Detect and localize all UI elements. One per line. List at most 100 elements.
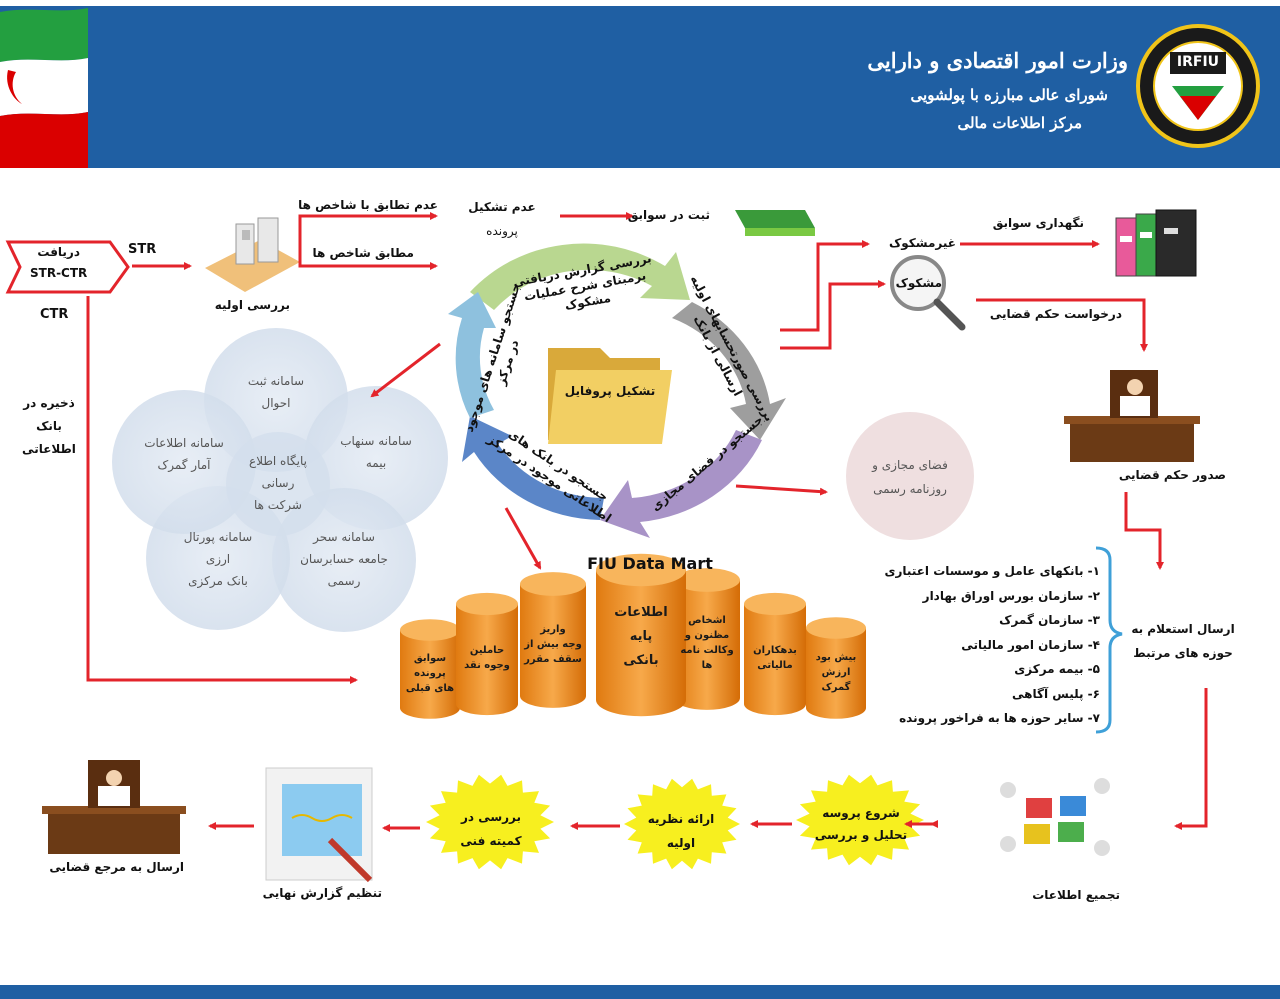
datamart-cylinder-2-line-1: حاملین (469, 645, 505, 656)
venn-circle-5-line-2: آمار گمرک (157, 458, 211, 472)
venn-circle-4-line-1: سامانه پورتال (183, 530, 253, 544)
flow-arrow-14 (1174, 688, 1208, 830)
virtual-line2: روزنامه رسمی (873, 482, 947, 496)
send-judicial-label: ارسال به مرجع قضایی (49, 860, 184, 874)
flow-arrow-11 (504, 507, 542, 570)
venn-center-line-1: پایگاه اطلاع (249, 454, 307, 468)
datamart-cylinder-3-line-2: وجه بیش از (524, 638, 582, 650)
judge-icon (1064, 370, 1200, 462)
store-line2: بانک (36, 419, 62, 433)
header-banner (0, 6, 1280, 168)
datamart-cylinder-2 (456, 592, 518, 716)
puzzle-team-icon (1000, 778, 1110, 856)
final-report-label: تنظیم گزارش نهایی (262, 886, 382, 900)
datamart-cylinder-6-line-1: بدهکاران (753, 645, 797, 656)
record-history-label: ثبت در سوابق (627, 208, 710, 222)
datamart-cylinder-3 (520, 572, 586, 708)
folder-icon (548, 348, 672, 444)
inquiry-item-5: ۵- بیمه مرکزی (1014, 662, 1100, 676)
top-border (0, 0, 1280, 6)
venn-circle-4-line-2: ارزی (205, 552, 231, 566)
computer-workstation-icon (205, 217, 300, 292)
initial-review-label: بررسی اولیه (214, 298, 290, 312)
mismatch-label: عدم تطابق با شاخص ها (298, 198, 438, 212)
judge-icon-bottom (42, 760, 186, 854)
store-line3: اطلاعاتی (22, 442, 76, 456)
start-analysis-line1: شروع پروسه (822, 806, 900, 820)
receive-label: دریافت (37, 245, 80, 259)
request-verdict-label: درخواست حکم قضایی (989, 307, 1122, 321)
collect-label: تجمیع اطلاعات (1032, 888, 1120, 902)
datamart-cylinder-4-line-2: پایه (629, 629, 653, 644)
datamart-cylinders (400, 553, 866, 719)
non-suspicious-label: غیرمشکوک (889, 236, 956, 250)
str-label: STR (128, 242, 157, 257)
process-burst-2 (624, 778, 740, 870)
suspicious-label: مشکوک (895, 276, 942, 290)
receive-box (5, 240, 130, 294)
council-name: شورای عالی مبارزه با پولشویی (910, 86, 1108, 104)
venn-circle-3-line-2: جامعه حسابرسان (300, 552, 388, 566)
irfiu-emblem-icon (1136, 24, 1260, 148)
committee-line1: بررسی در (460, 810, 522, 824)
inquiry-item-6: ۶- پلیس آگاهی (1012, 686, 1100, 701)
flow-arrow-9 (370, 342, 441, 398)
inquiry-item-2: ۲- سازمان بورس اوراق بهادار (922, 588, 1100, 603)
store-line1: ذخیره در (23, 396, 75, 410)
datamart-title: FIU Data Mart (587, 554, 713, 573)
virtual-space-circle (846, 412, 974, 540)
flow-arrow-5 (780, 240, 870, 332)
no-file-line2: پرونده (486, 224, 518, 238)
venn-circle-3-line-3: رسمی (327, 574, 361, 588)
datamart-cylinder-5-line-1: اشخاص (688, 615, 726, 626)
inquiry-item-4: ۴- سازمان امور مالیاتی (961, 637, 1100, 652)
initial-opinion-line1: ارائه نظریه (647, 812, 715, 826)
venn-circle-3-line-1: سامانه سحر (313, 530, 375, 544)
datamart-cylinder-1-line-2: پرونده (414, 667, 446, 679)
process-burst-1 (796, 774, 924, 866)
datamart-cylinder-3-line-1: واریز (540, 623, 566, 635)
process-burst-3 (426, 774, 554, 870)
send-inquiry-line2: حوزه های مرتبط (1133, 646, 1233, 660)
datamart-cylinder-4 (596, 553, 686, 717)
datamart-cylinder-2-line-2: وجوه نقد (464, 660, 510, 671)
venn-circle-4-line-3: بانک مرکزی (188, 574, 248, 588)
datamart-cylinder-4-line-3: بانکی (623, 653, 659, 668)
datamart-cylinder-6 (744, 592, 806, 716)
send-inquiry-line1: ارسال استعلام به (1131, 622, 1235, 636)
inquiry-item-1: ۱- بانکهای عامل و موسسات اعتباری (884, 564, 1100, 578)
inquiry-item-7: ۷- سایر حوزه ها به فراخور پرونده (899, 711, 1100, 725)
datamart-cylinder-7-line-2: ارزش (821, 666, 851, 678)
flow-arrow-2 (298, 212, 438, 256)
datamart-cylinder-7-line-3: گمرک (821, 681, 851, 693)
binders-stack-icon (1115, 209, 1197, 277)
venn-circle-1-line-1: سامانه ثبت (247, 374, 305, 388)
datamart-cylinder-6-line-2: مالیاتی (757, 660, 793, 671)
iran-flag-icon (0, 8, 88, 168)
start-analysis-line2: تحلیل و بررسی (814, 828, 908, 842)
profile-label: تشکیل پروفایل (564, 384, 656, 398)
magnifier-icon (890, 255, 966, 331)
flow-arrow-3 (298, 256, 438, 270)
venn-circle-2-line-2: بیمه (365, 456, 387, 470)
initial-opinion-line2: اولیه (666, 836, 696, 850)
flow-arrow-8 (976, 298, 1148, 352)
venn-circle-5-line-1: سامانه اطلاعات (144, 436, 224, 450)
datamart-cylinder-1-line-3: های قبلی (405, 682, 455, 694)
venn-center-line-2: رسانی (261, 476, 295, 490)
datamart-cylinder-7-line-1: بیش بود (815, 651, 857, 663)
datamart-cylinder-4-line-1: اطلاعات (614, 605, 668, 620)
datamart-cylinder-1 (400, 619, 460, 719)
committee-line2: کمیته فنی (460, 834, 522, 848)
match-label: مطابق شاخص ها (312, 246, 414, 260)
venn-circle-2-line-1: سامانه سنهاب (340, 434, 412, 448)
binder-green-icon (735, 210, 815, 236)
datamart-cylinder-5 (674, 568, 740, 710)
cycle-ring (448, 243, 786, 538)
bottom-border (0, 985, 1280, 999)
no-file-line1: عدم تشکیل (468, 200, 536, 214)
inquiry-item-3: ۳- سازمان گمرک (999, 613, 1100, 627)
ministry-title: وزارت امور اقتصادی و دارایی (867, 48, 1128, 73)
